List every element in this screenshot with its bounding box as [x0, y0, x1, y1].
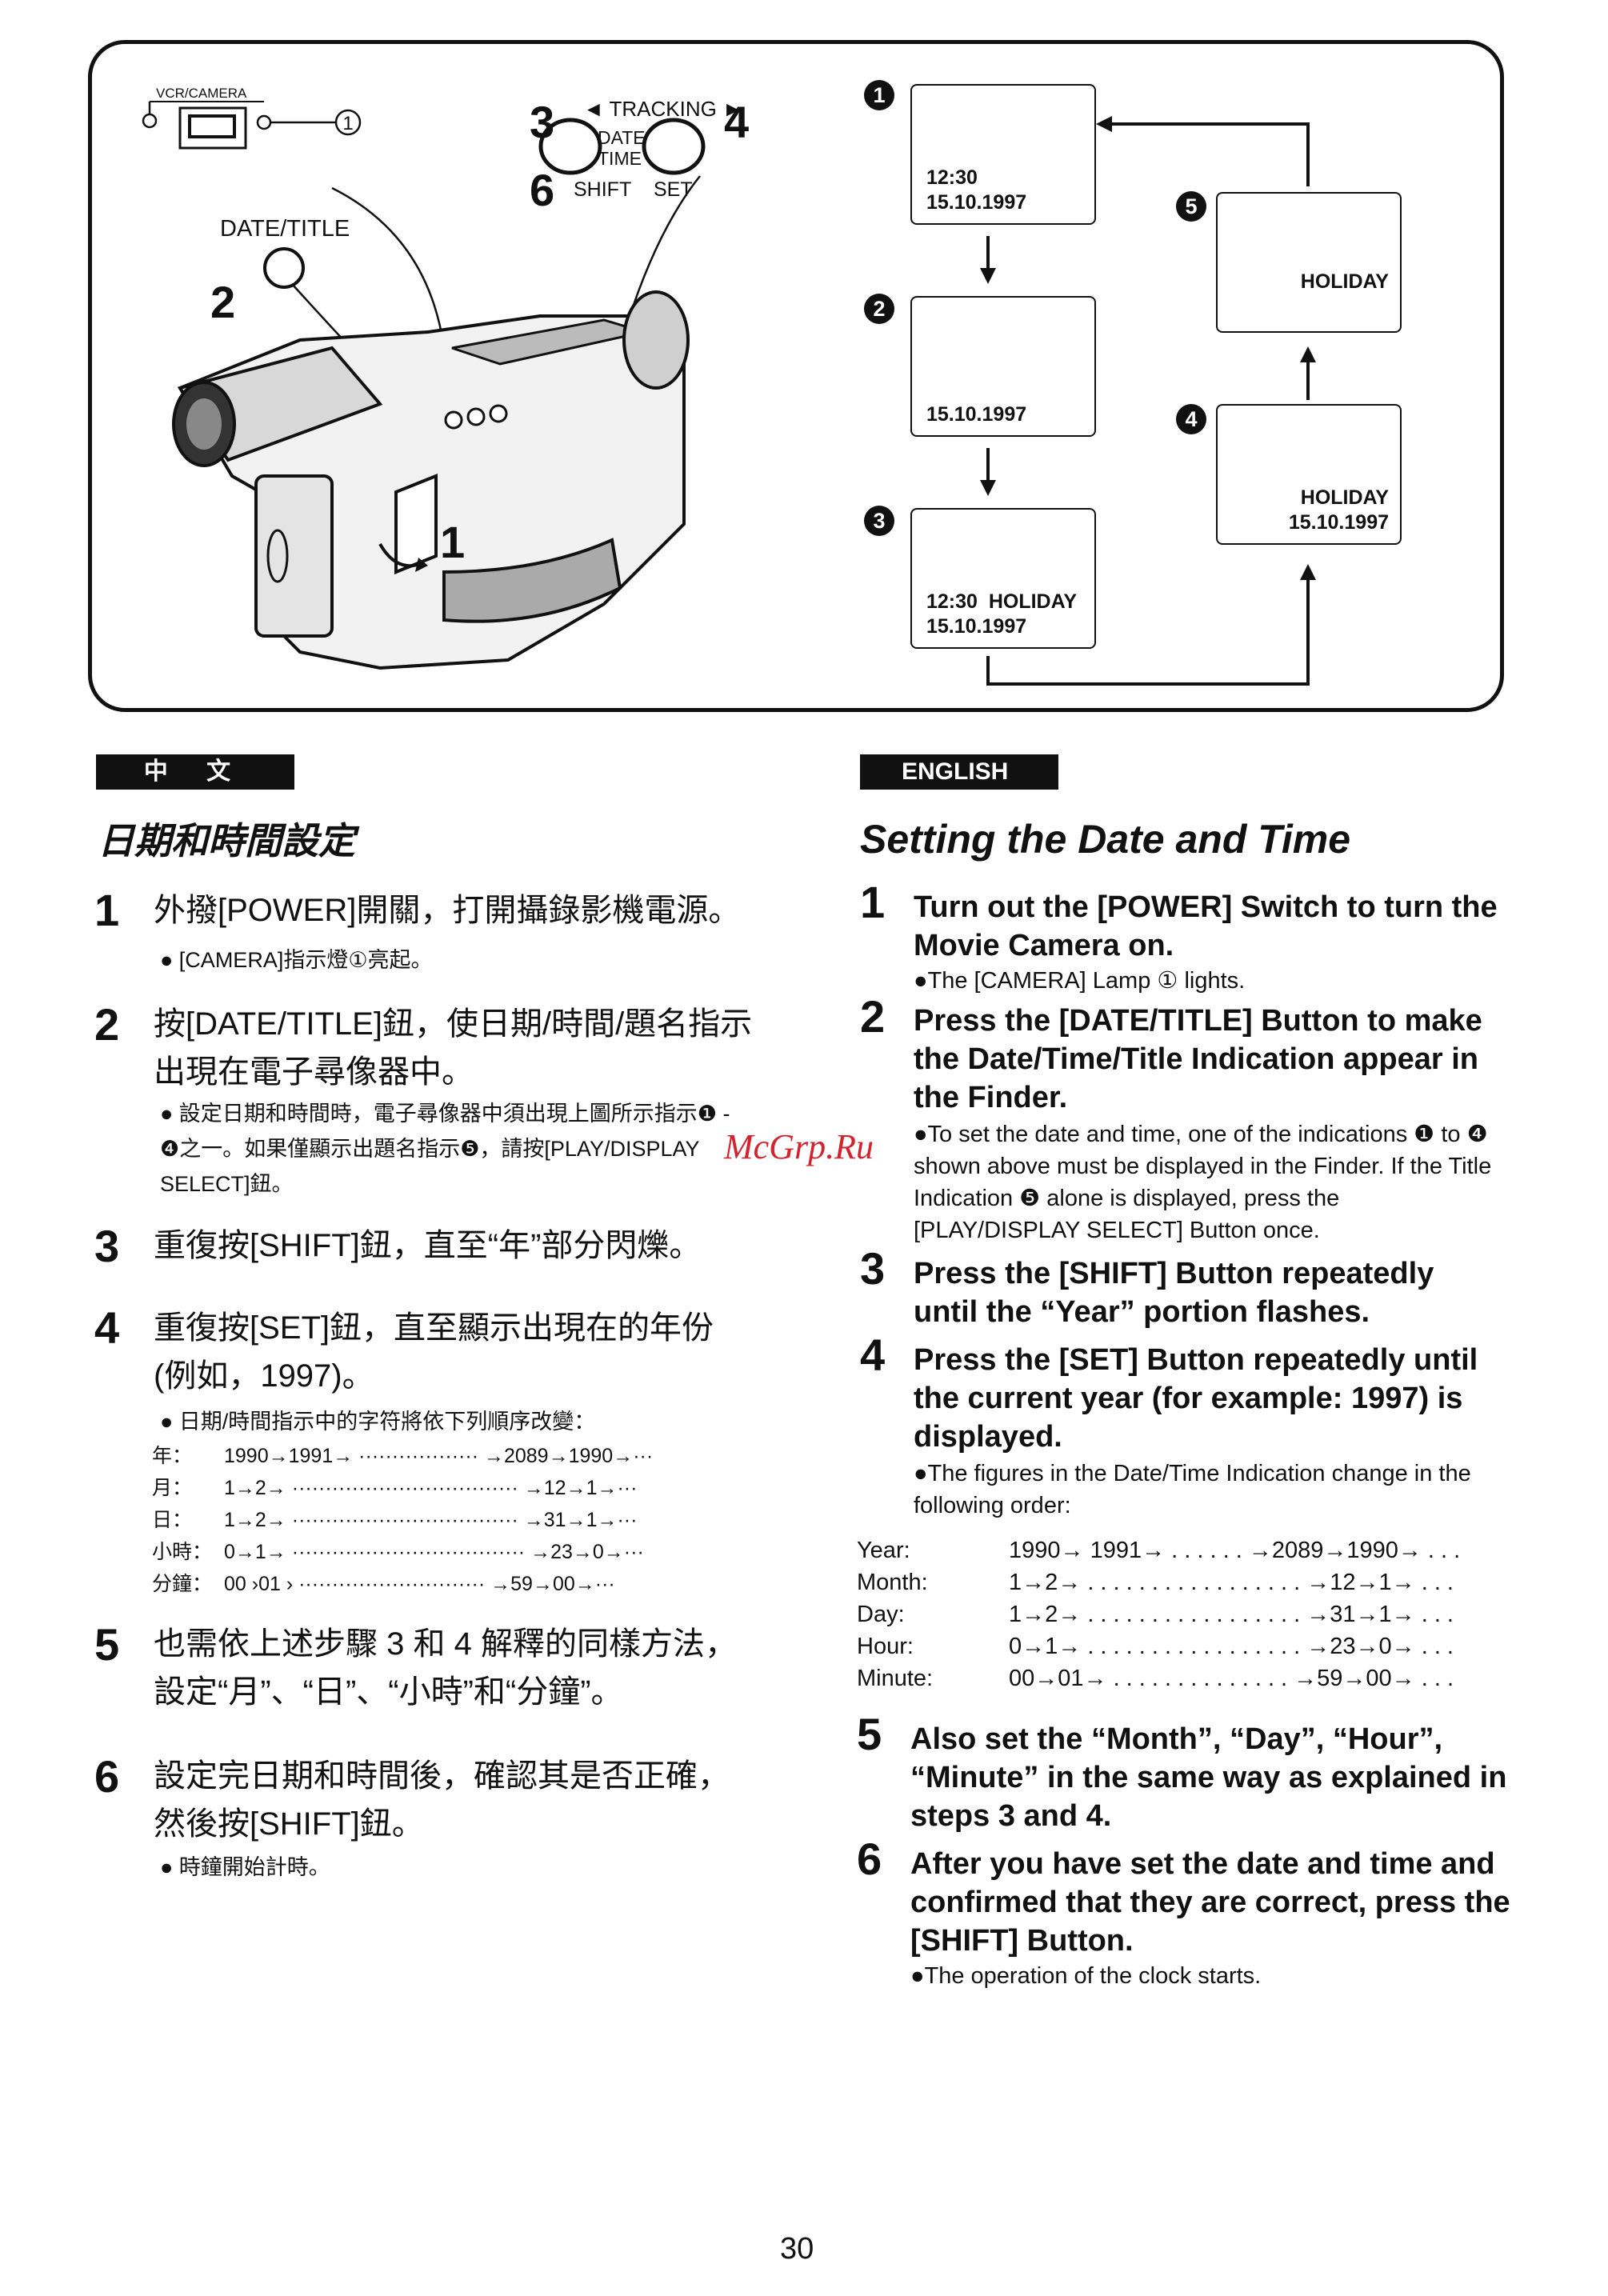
- english-language-tab: ENGLISH: [860, 754, 1058, 790]
- zh-seq-label: 年：: [152, 1445, 193, 1467]
- display-2-text: 15.10.1997: [926, 403, 1027, 426]
- date-title-label: DATE/TITLE: [220, 216, 350, 242]
- zh-step-2-note: ● 設定日期和時間時，電子尋像器中須出現上圖所示指示❶ - ❹之一。如果僅顯示出…: [160, 1102, 730, 1196]
- en-step-1-note: ●The [CAMERA] Lamp ① lights.: [914, 968, 1246, 994]
- en-step-6-number: 6: [857, 1834, 882, 1884]
- display-5-number: 5: [1176, 191, 1206, 222]
- step-6-callout: 6: [530, 165, 555, 215]
- zh-step-1-note: ● [CAMERA]指示燈①亮起。: [160, 948, 433, 972]
- en-step-1-number: 1: [860, 877, 886, 927]
- en-step-2-number: 2: [860, 991, 886, 1042]
- en-step-6-text: After you have set the date and time and…: [910, 1847, 1510, 1958]
- en-step-4-note: ●The figures in the Date/Time Indication…: [914, 1461, 1471, 1518]
- en-step-4-number: 4: [860, 1330, 886, 1380]
- en-step-1-text: Turn out the [POWER] Switch to turn the …: [914, 890, 1498, 962]
- english-heading: Setting the Date and Time: [860, 817, 1351, 862]
- en-seq-value: 1→2→ . . . . . . . . . . . . . . . . . →…: [1009, 1570, 1454, 1595]
- zh-step-6-text: 設定完日期和時間後，確認其是否正確，然後按[SHIFT]鈕。: [154, 1758, 730, 1842]
- zh-step-4-note: ● 日期/時間指示中的字符將依下列順序改變：: [160, 1410, 596, 1434]
- zh-seq-label: 日：: [152, 1509, 193, 1531]
- display-4: HOLIDAY 15.10.1997: [1216, 404, 1402, 545]
- en-step-5-number: 5: [857, 1709, 882, 1759]
- camera-illustration: [142, 101, 1316, 686]
- en-seq-value: 00→01→ . . . . . . . . . . . . . . →59→0…: [1009, 1666, 1454, 1691]
- display-1-text: 12:30 15.10.1997: [926, 166, 1027, 214]
- zh-step-4-text: 重復按[SET]鈕，直至顯示出現在的年份(例如，1997)。: [154, 1310, 714, 1394]
- circled-one-label: 1: [342, 113, 354, 134]
- zh-step-1-text: 外撥[POWER]開關，打開攝錄影機電源。: [154, 893, 741, 928]
- step-3-callout: 3: [530, 97, 555, 147]
- en-seq-label: Hour:: [857, 1634, 914, 1659]
- en-seq-label: Month:: [857, 1570, 928, 1595]
- en-seq-value: 0→1→ . . . . . . . . . . . . . . . . . →…: [1009, 1634, 1454, 1659]
- display-2: 15.10.1997: [910, 296, 1096, 437]
- zh-seq-value: 1990→1991→ ·················· →2089→1990…: [224, 1445, 654, 1467]
- chinese-language-tab: 中 文: [96, 754, 294, 790]
- display-2-number: 2: [864, 294, 894, 324]
- zh-step-3-number: 3: [94, 1221, 120, 1271]
- zh-step-2-number: 2: [94, 999, 120, 1050]
- display-5: HOLIDAY: [1216, 192, 1402, 333]
- en-step-5-text: Also set the “Month”, “Day”, “Hour”, “Mi…: [910, 1722, 1507, 1833]
- chinese-heading: 日期和時間設定: [98, 820, 355, 862]
- en-step-2-note: ●To set the date and time, one of the in…: [914, 1122, 1492, 1243]
- display-5-text: HOLIDAY: [1300, 270, 1389, 293]
- page-number: 30: [780, 2232, 814, 2266]
- display-3: 12:30 HOLIDAY 15.10.1997: [910, 508, 1096, 649]
- en-seq-value: 1990→ 1991→ . . . . . . →2089→1990→ . . …: [1009, 1538, 1461, 1563]
- shift-label: SHIFT: [574, 178, 632, 201]
- en-seq-label: Year:: [857, 1538, 910, 1563]
- zh-step-2-text: 按[DATE/TITLE]鈕，使日期/時間/題名指示出現在電子尋像器中。: [154, 1006, 753, 1090]
- display-3-text: 12:30 HOLIDAY 15.10.1997: [926, 590, 1078, 638]
- en-seq-label: Day:: [857, 1602, 905, 1627]
- en-step-6-note: ●The operation of the clock starts.: [910, 1963, 1262, 1989]
- en-step-2-text: Press the [DATE/TITLE] Button to make th…: [914, 1004, 1482, 1114]
- zh-step-6-note: ● 時鐘開始計時。: [160, 1855, 330, 1879]
- en-step-3-text: Press the [SHIFT] Button repeatedly unti…: [914, 1257, 1434, 1329]
- vcr-camera-label: VCR/CAMERA: [156, 86, 247, 101]
- step-1-callout: 1: [440, 517, 466, 567]
- zh-seq-label: 小時：: [152, 1541, 213, 1563]
- en-step-3-number: 3: [860, 1243, 886, 1294]
- date-time-label: DATE TIME: [598, 127, 646, 169]
- zh-seq-value: 0→1→ ···································…: [224, 1541, 644, 1563]
- zh-seq-label: 分鐘：: [152, 1573, 213, 1595]
- zh-step-3-text: 重復按[SHIFT]鈕，直至“年”部分閃爍。: [154, 1228, 702, 1263]
- watermark: McGrp.Ru: [724, 1127, 874, 1166]
- illustration-panel: VCR/CAMERA 1 3 ◄ TRACKING ► 4 DATE TIME …: [88, 40, 1504, 712]
- display-4-number: 4: [1176, 404, 1206, 434]
- display-3-number: 3: [864, 506, 894, 536]
- en-seq-value: 1→2→ . . . . . . . . . . . . . . . . . →…: [1009, 1602, 1454, 1627]
- zh-seq-label: 月：: [152, 1477, 193, 1499]
- display-4-text: HOLIDAY 15.10.1997: [1288, 486, 1389, 534]
- en-step-4-text: Press the [SET] Button repeatedly until …: [914, 1343, 1478, 1454]
- zh-step-4-number: 4: [94, 1302, 120, 1353]
- set-label: SET: [654, 178, 693, 201]
- zh-step-5-text: 也需依上述步驟 3 和 4 解釋的同樣方法，設定“月”、“日”、“小時”和“分鐘…: [154, 1626, 737, 1710]
- display-1: 12:30 15.10.1997: [910, 84, 1096, 225]
- step-2-callout: 2: [210, 277, 236, 327]
- zh-seq-value: 1→2→ ·································· …: [224, 1477, 638, 1499]
- zh-step-5-number: 5: [94, 1619, 120, 1670]
- zh-step-1-number: 1: [94, 885, 120, 935]
- tracking-label: ◄ TRACKING ►: [583, 97, 743, 121]
- en-seq-label: Minute:: [857, 1666, 934, 1691]
- display-1-number: 1: [864, 80, 894, 110]
- zh-seq-value: 00 ›01 › ···························· →5…: [224, 1573, 615, 1595]
- zh-step-6-number: 6: [94, 1751, 120, 1802]
- zh-seq-value: 1→2→ ·································· …: [224, 1509, 638, 1531]
- step-4-callout: 4: [724, 97, 750, 147]
